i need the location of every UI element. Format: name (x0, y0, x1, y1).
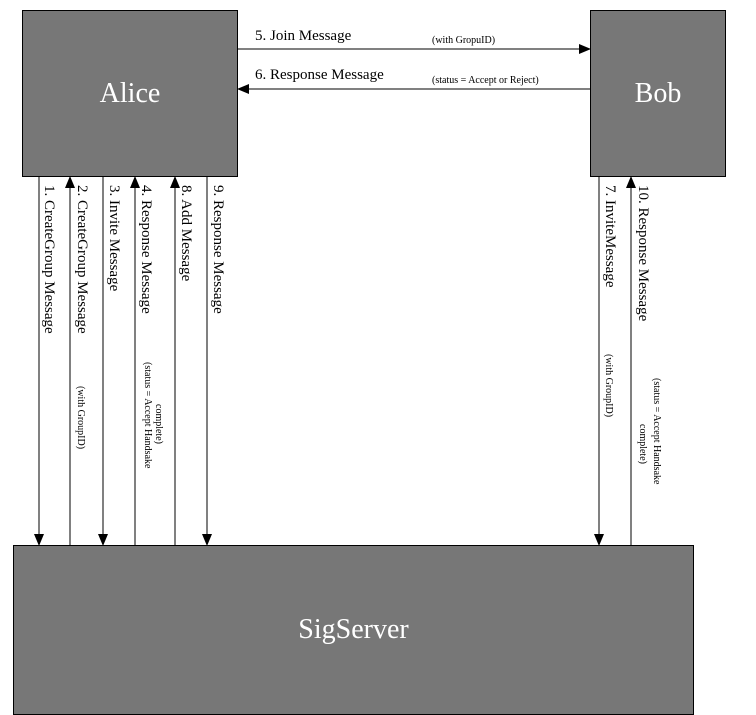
note-invite-7: (with GroupID) (603, 354, 614, 417)
node-alice: Alice (22, 10, 238, 177)
node-alice-label: Alice (99, 77, 161, 109)
label-join-message: 5. Join Message (255, 28, 352, 44)
node-bob-label: Bob (634, 77, 682, 109)
note-response-4-line1: (status = Accept Handsake (142, 362, 153, 469)
label-creategroup-1: 1. CreateGroup Message (41, 185, 57, 334)
label-creategroup-2: 2. CreateGroup Message (74, 185, 90, 334)
note-response-message-6: (status = Accept or Reject) (432, 75, 539, 86)
note-join-message: (with GropuID) (432, 35, 495, 46)
label-invite-7: 7. InviteMessage (602, 185, 618, 288)
label-response-message-6: 6. Response Message (255, 67, 384, 83)
label-invite-3: 3. Invite Message (106, 185, 122, 292)
note-response-10-line2: complete) (637, 424, 648, 464)
label-add-8: 8. Add Message (178, 185, 194, 282)
node-sigserver: SigServer (13, 545, 694, 715)
note-creategroup-2: (with GroupID) (75, 386, 86, 449)
note-response-4-line2: complete) (153, 404, 164, 444)
node-sigserver-label: SigServer (298, 614, 409, 645)
node-bob: Bob (590, 10, 726, 177)
label-response-4: 4. Response Message (138, 185, 154, 314)
label-response-9: 9. Response Message (210, 185, 226, 314)
note-response-10-line1: (status = Accept Handsake (651, 378, 662, 485)
label-response-10: 10. Response Message (635, 185, 651, 322)
